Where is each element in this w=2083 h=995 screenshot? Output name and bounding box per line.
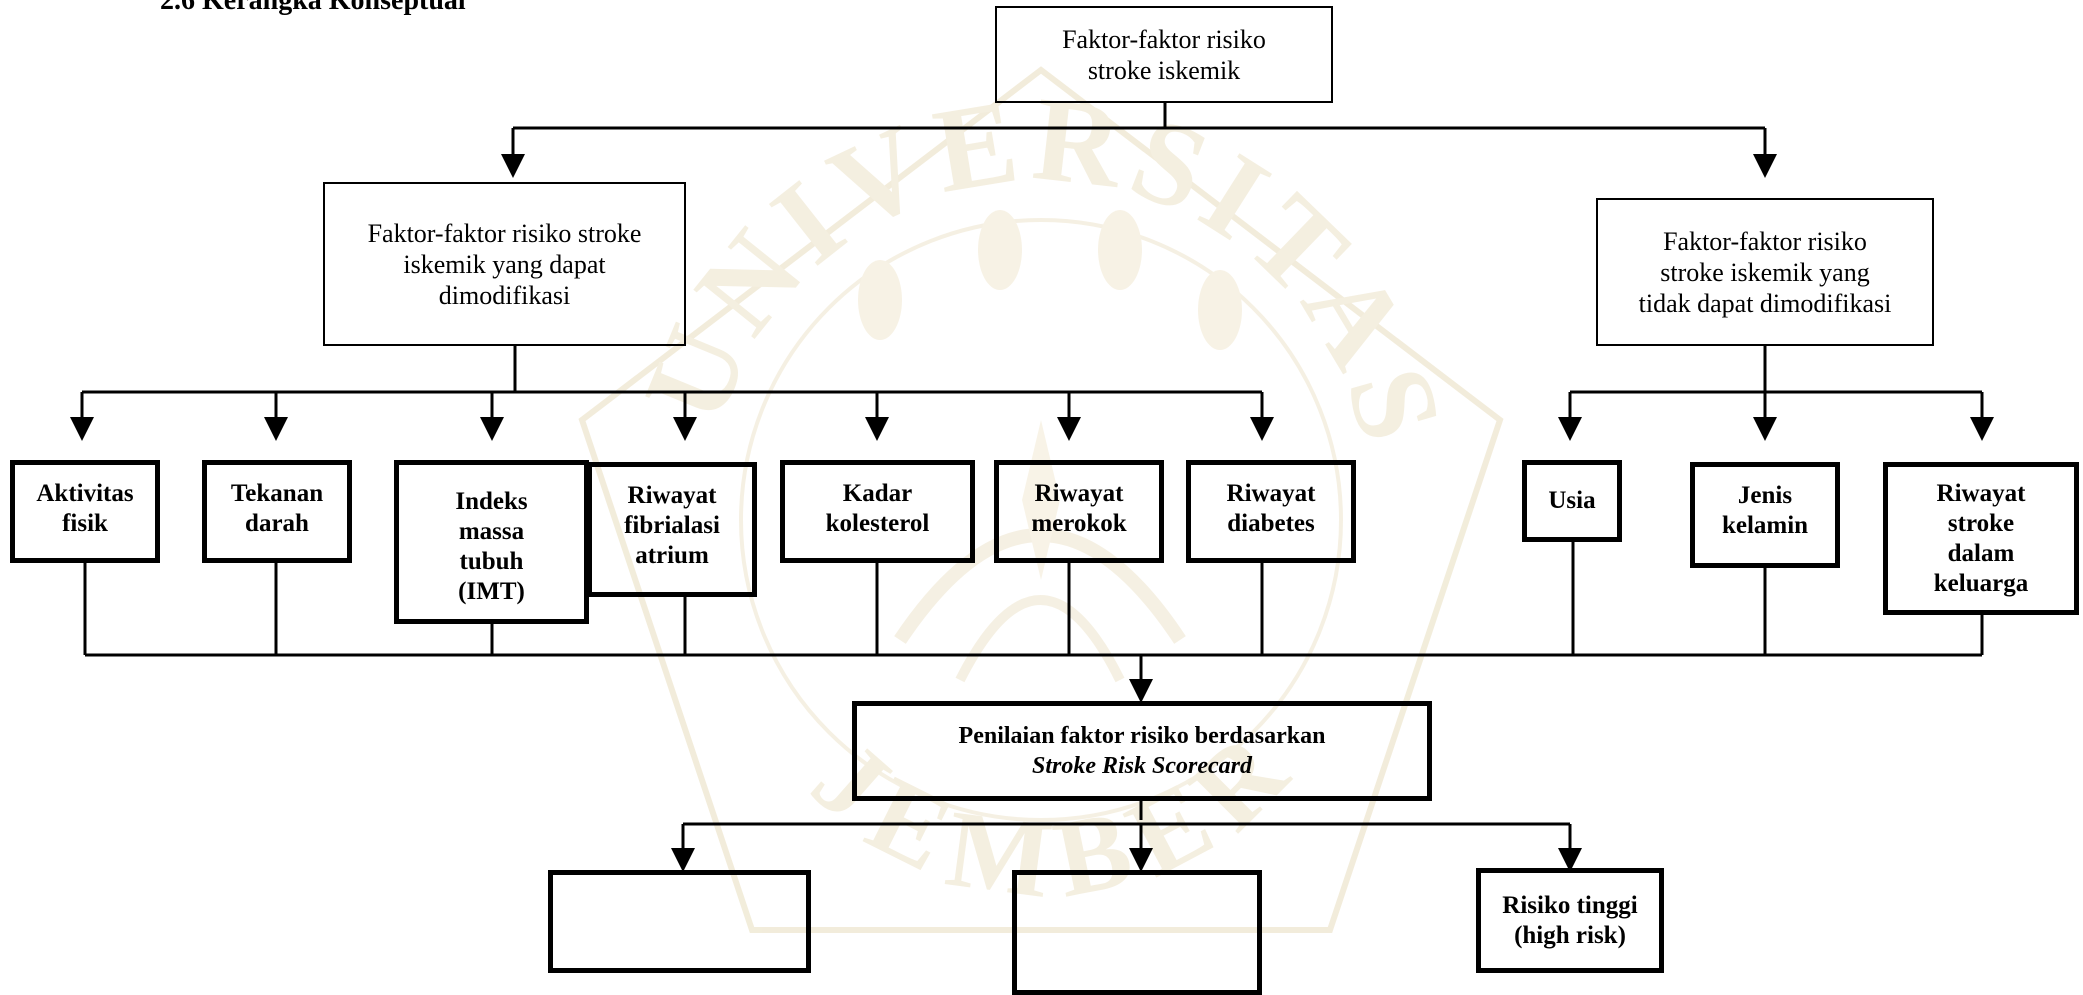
section-heading: 2.6 Kerangka Konseptual [160,0,466,16]
factor-line: Riwayat [627,482,717,509]
factor-line: darah [245,510,309,537]
assessment-line-2: Stroke Risk Scorecard [1031,753,1252,779]
non-modifiable-category-box: Faktor-faktor risiko stroke iskemik yang… [1596,198,1934,346]
factor-line: atrium [635,542,709,569]
non-modifiable-line-3: tidak dapat dimodifikasi [1638,288,1892,318]
outcome-box-2 [1012,870,1262,995]
assessment-line-1: Penilaian faktor risiko berdasarkan [958,723,1326,749]
factor-line: Aktivitas [36,480,134,507]
factor-line: stroke [1947,510,2015,537]
factor-line: diabetes [1227,510,1315,537]
modifiable-line-1: Faktor-faktor risiko stroke [367,218,642,248]
assessment-box: Penilaian faktor risiko berdasarkan Stro… [852,701,1432,801]
modifiable-line-3: dimodifikasi [438,280,571,310]
factor-box-kadar-kolesterol: Kadar kolesterol [780,460,975,563]
factor-line: kolesterol [825,510,930,537]
factor-box-tekanan-darah: Tekanan darah [202,460,352,563]
factor-line: fibrialasi [624,512,720,539]
factor-line: kelamin [1721,512,1809,539]
factor-box-riwayat-merokok: Riwayat merokok [994,460,1164,563]
non-modifiable-line-2: stroke iskemik yang [1660,257,1870,287]
root-line-1: Faktor-faktor risiko [1062,24,1266,54]
outcome-box-1 [548,870,811,973]
modifiable-line-2: iskemik yang dapat [403,249,606,279]
outcome-box-risiko-tinggi: Risiko tinggi (high risk) [1476,868,1664,973]
factor-line: Riwayat [1936,480,2026,507]
factor-box-jenis-kelamin: Jenis kelamin [1690,462,1840,568]
factor-line: merokok [1031,510,1127,537]
outcome-line: Risiko tinggi [1502,891,1638,919]
factor-line: (IMT) [458,578,525,605]
factor-box-riwayat-stroke-keluarga: Riwayat stroke dalam keluarga [1883,462,2079,615]
modifiable-category-box: Faktor-faktor risiko stroke iskemik yang… [323,182,686,346]
non-modifiable-line-1: Faktor-faktor risiko [1663,226,1867,256]
root-line-2: stroke iskemik [1087,55,1241,85]
factor-line: dalam [1947,540,2015,567]
factor-box-aktivitas-fisik: Aktivitas fisik [10,460,160,563]
factor-line: Tekanan [230,480,324,507]
factor-line: fisik [62,510,108,537]
factor-box-imt: Indeks massa tubuh (IMT) [394,460,589,624]
factor-line: Jenis [1737,482,1793,509]
factor-line: Usia [1548,487,1596,514]
factor-line: Kadar [842,480,913,507]
factor-line: Riwayat [1034,480,1124,507]
root-box: Faktor-faktor risiko stroke iskemik [995,6,1333,103]
factor-line: Indeks [455,488,528,515]
factor-box-riwayat-diabetes: Riwayat diabetes [1186,460,1356,563]
factor-line: keluarga [1933,570,2029,597]
factor-box-fibrilasi-atrium: Riwayat fibrialasi atrium [587,462,757,597]
factor-line: tubuh [459,548,524,575]
factor-line: massa [458,518,525,545]
factor-box-usia: Usia [1522,460,1622,542]
factor-line: Riwayat [1226,480,1316,507]
outcome-line: (high risk) [1514,921,1626,949]
